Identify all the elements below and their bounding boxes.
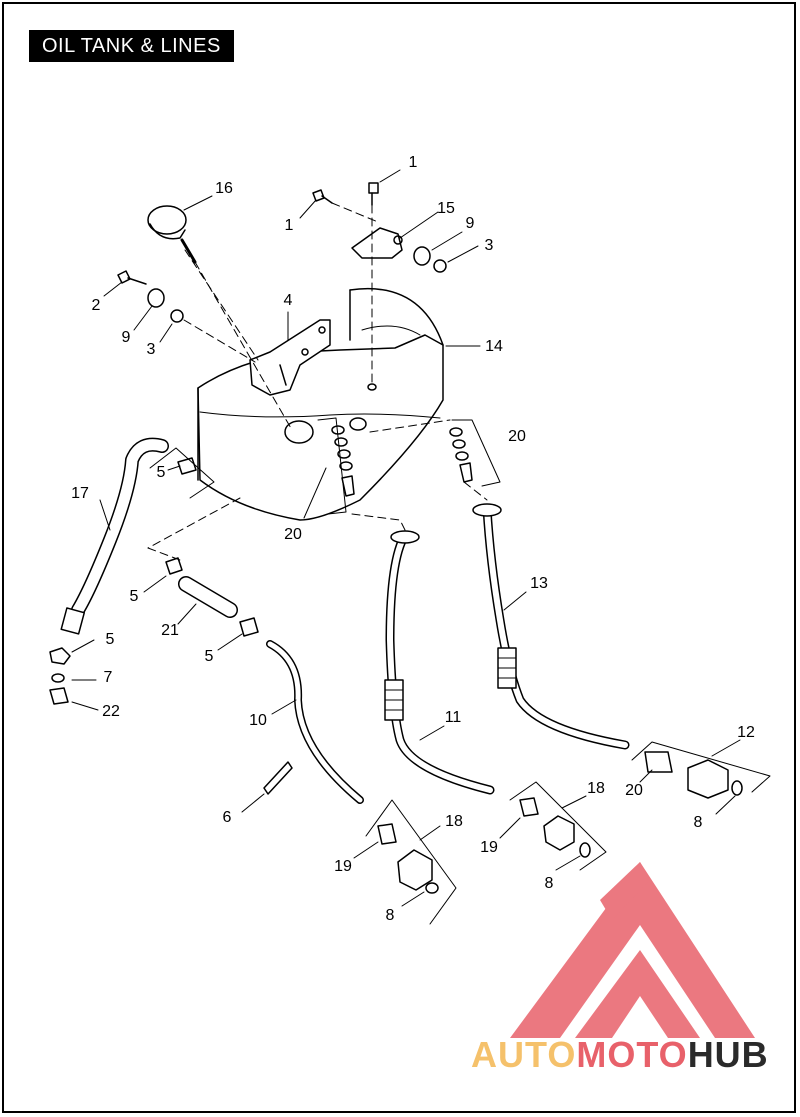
mount-bracket	[249, 319, 331, 396]
callout-1: 1	[284, 217, 294, 234]
clamps	[49, 457, 259, 665]
leader-lines	[71, 169, 741, 907]
callout-8: 8	[693, 814, 703, 831]
line-13	[472, 503, 630, 750]
group-brackets	[149, 417, 771, 925]
callout-6: 6	[222, 809, 232, 826]
bolts	[117, 182, 379, 285]
o-rings	[331, 425, 473, 497]
dipstick	[147, 205, 197, 264]
hose-17	[60, 437, 169, 635]
line-10	[266, 640, 364, 804]
line-11	[384, 530, 495, 795]
callout-19: 19	[334, 858, 352, 875]
hose-21	[178, 576, 238, 618]
callout-21: 21	[161, 622, 179, 639]
callout-9: 9	[465, 215, 475, 232]
clip	[263, 761, 293, 795]
callout-17: 17	[71, 485, 89, 502]
callout-2: 2	[91, 297, 101, 314]
callout-20: 20	[284, 526, 302, 543]
diagram-title: OIL TANK & LINES	[29, 30, 234, 62]
callout-3: 3	[484, 237, 494, 254]
callout-16: 16	[215, 180, 233, 197]
grommets	[147, 246, 447, 323]
callout-18: 18	[445, 813, 463, 830]
watermark-brand: AUTOMOTOHUB	[471, 1034, 769, 1076]
callout-11: 11	[444, 709, 462, 726]
callout-20: 20	[625, 782, 643, 799]
assembly-lines	[147, 202, 488, 561]
bracket	[351, 227, 403, 259]
callout-1: 1	[408, 154, 418, 171]
callout-14: 14	[485, 338, 503, 355]
callout-12: 12	[737, 724, 755, 741]
callout-3: 3	[146, 341, 156, 358]
callout-22: 22	[102, 703, 120, 720]
callout-20: 20	[508, 428, 526, 445]
callout-4: 4	[283, 292, 293, 309]
callout-5: 5	[204, 648, 214, 665]
brand-moto: MOTO	[576, 1034, 688, 1075]
callout-15: 15	[437, 200, 455, 217]
callout-5: 5	[105, 631, 115, 648]
brand-hub: HUB	[687, 1034, 769, 1075]
callout-13: 13	[530, 575, 548, 592]
callout-7: 7	[103, 669, 113, 686]
callout-8: 8	[385, 907, 395, 924]
callout-18: 18	[587, 780, 605, 797]
callout-5: 5	[129, 588, 139, 605]
callout-8: 8	[544, 875, 554, 892]
callout-9: 9	[121, 329, 131, 346]
callout-19: 19	[480, 839, 498, 856]
fittings	[49, 673, 743, 894]
callout-10: 10	[249, 712, 267, 729]
callout-5: 5	[156, 464, 166, 481]
brand-auto: AUTO	[471, 1034, 577, 1075]
